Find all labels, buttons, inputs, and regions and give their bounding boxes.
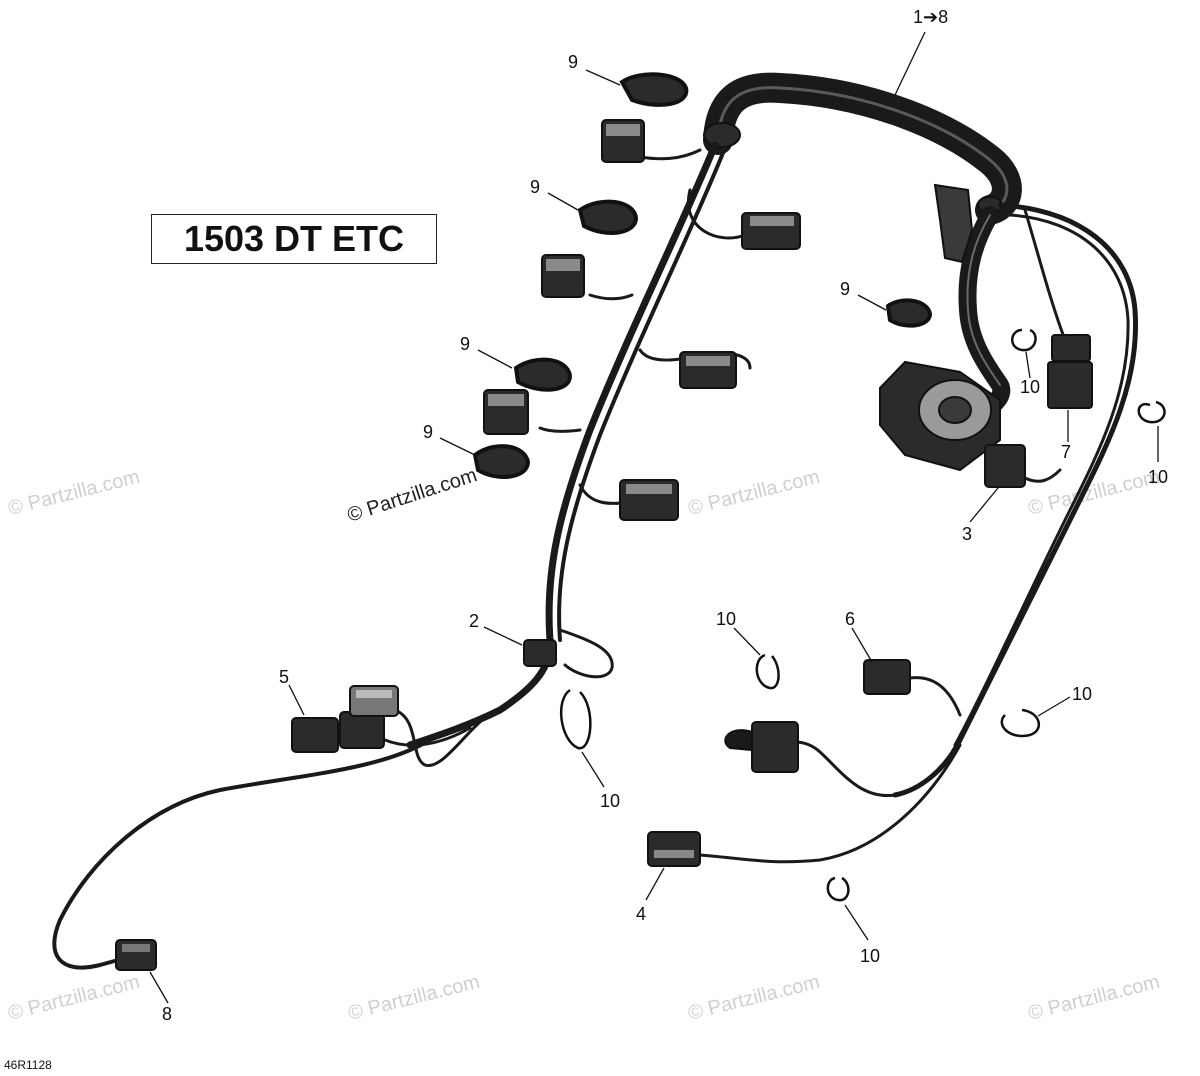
callout-9b: 9 (530, 177, 540, 197)
harness-bracket (933, 183, 974, 264)
callout-6: 6 (845, 609, 855, 629)
connector-left-3 (483, 389, 529, 435)
clamp-9a (619, 72, 689, 107)
watermark-bottom-left: © Partzilla.com (6, 971, 142, 1025)
diagram-reference: 46R1128 (4, 1058, 52, 1072)
connector-lower-middle (724, 721, 799, 773)
tie-10d (559, 688, 592, 750)
connectors (115, 119, 1093, 971)
model-title: 1503 DT ETC (183, 218, 405, 259)
callout-10b: 10 (1148, 467, 1168, 487)
tie-10f (826, 876, 850, 902)
connector-6 (863, 659, 911, 695)
tie-10a (1011, 328, 1037, 352)
watermark-bottom-right: © Partzilla.com (1026, 971, 1162, 1025)
model-title-box: 1503 DT ETC (151, 214, 437, 264)
callout-10a: 10 (1020, 377, 1040, 397)
copyright-text: © Partzilla.com (345, 464, 480, 527)
callout-9d: 9 (423, 422, 433, 442)
callouts: 1➔8 9 9 9 9 9 2 5 3 7 6 4 8 10 10 10 10 … (162, 7, 1168, 1024)
leader-lines (149, 31, 1159, 1004)
callout-3: 3 (962, 524, 972, 544)
connector-left-2 (541, 254, 585, 298)
watermark-center: © Partzilla.com (686, 466, 822, 520)
connector-4 (647, 831, 701, 867)
connector-7 (1047, 334, 1093, 409)
connector-right-3 (619, 479, 679, 521)
callout-8: 8 (162, 1004, 172, 1024)
tie-10e (1000, 708, 1041, 738)
clamp-9c (513, 357, 573, 392)
throttle-body (879, 360, 1026, 488)
watermark-bottom-mid: © Partzilla.com (346, 971, 482, 1025)
clamp-9e (885, 298, 933, 328)
callout-10f: 10 (860, 946, 880, 966)
callout-2: 2 (469, 611, 479, 631)
callout-10d: 10 (600, 791, 620, 811)
connector-5-cluster (291, 685, 399, 753)
tie-10b (1137, 400, 1166, 424)
callout-5: 5 (279, 667, 289, 687)
clamps-and-ties (472, 72, 1166, 902)
callout-9e: 9 (840, 279, 850, 299)
connector-right-2 (679, 351, 737, 389)
callout-9c: 9 (460, 334, 470, 354)
tie-10c (755, 653, 780, 690)
clamp-9d (472, 444, 531, 479)
callout-10c: 10 (716, 609, 736, 629)
harness-wires (52, 141, 1139, 970)
watermark-bottom-center: © Partzilla.com (686, 971, 822, 1025)
callout-10e: 10 (1072, 684, 1092, 704)
connector-left-1 (601, 119, 645, 163)
callout-7: 7 (1061, 442, 1071, 462)
watermark-left: © Partzilla.com (6, 466, 142, 520)
connector-8 (115, 939, 157, 971)
connector-right-1 (741, 212, 801, 250)
clamp-9b (577, 199, 639, 235)
callout-harness: 1➔8 (913, 7, 948, 27)
callout-9a: 9 (568, 52, 578, 72)
callout-4: 4 (636, 904, 646, 924)
connector-2 (523, 639, 557, 667)
